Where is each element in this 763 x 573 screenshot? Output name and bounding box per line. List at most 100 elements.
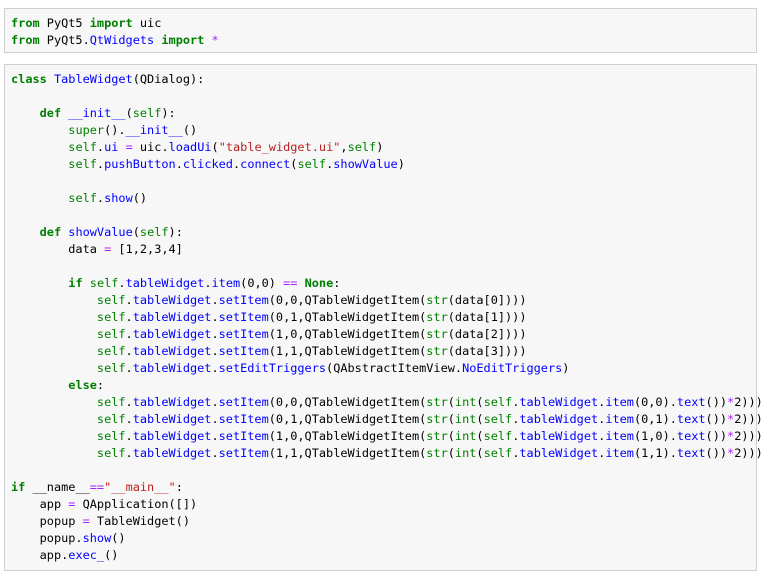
code-token: import xyxy=(161,33,205,47)
code-token: tableWidget xyxy=(132,395,212,409)
code-token: tableWidget xyxy=(132,361,212,375)
code-token: (1,0,QTableWidgetItem( xyxy=(268,327,427,341)
code-token: () xyxy=(104,548,119,562)
code-token: show xyxy=(104,191,133,205)
code-token: def xyxy=(39,225,62,239)
code-token: . xyxy=(96,157,105,171)
code-token: (data[3]))) xyxy=(447,344,527,358)
code-line: self.tableWidget.setItem(1,1,QTableWidge… xyxy=(11,343,756,360)
code-line: self.tableWidget.setItem(0,1,QTableWidge… xyxy=(11,309,756,326)
code-line: class TableWidget(QDialog): xyxy=(11,71,756,88)
code-token: self xyxy=(96,446,126,460)
code-token: self xyxy=(96,429,126,443)
code-token: self xyxy=(96,344,126,358)
code-token: (data[1]))) xyxy=(447,310,527,324)
code-line: popup = TableWidget() xyxy=(11,513,756,530)
code-token xyxy=(297,276,304,290)
code-line: self.tableWidget.setItem(1,1,QTableWidge… xyxy=(11,445,763,462)
code-token xyxy=(11,412,97,426)
code-token: (1,1,QTableWidgetItem( xyxy=(268,344,427,358)
code-token: str xyxy=(426,412,448,426)
code-token: self xyxy=(483,395,513,409)
code-token: ( xyxy=(447,395,455,409)
code-token xyxy=(11,310,97,324)
code-token: 2))) xyxy=(734,429,763,443)
code-token: self xyxy=(483,429,513,443)
code-token: , xyxy=(340,140,348,154)
code-token: (0,0). xyxy=(633,395,677,409)
code-token: ui xyxy=(104,140,119,154)
code-token: popup xyxy=(11,514,83,528)
code-token: self xyxy=(96,395,126,409)
code-token: setItem xyxy=(218,344,269,358)
code-token: popup. xyxy=(11,531,83,545)
code-token xyxy=(11,123,68,137)
code-token: (0,0) xyxy=(240,276,284,290)
code-token: "table_widget.ui" xyxy=(218,140,341,154)
code-token: "__main__" xyxy=(104,480,176,494)
code-line xyxy=(11,173,756,190)
code-token: . xyxy=(598,395,606,409)
code-cell-table-widget[interactable]: class TableWidget(QDialog): def __init__… xyxy=(4,64,763,571)
code-token: def xyxy=(39,106,62,120)
code-line: self.tableWidget.setItem(1,0,QTableWidge… xyxy=(11,326,756,343)
code-token: ()) xyxy=(705,395,728,409)
code-token: ( xyxy=(211,140,219,154)
code-line: self.tableWidget.setItem(1,0,QTableWidge… xyxy=(11,428,763,445)
code-token: str xyxy=(426,446,448,460)
code-token: . xyxy=(211,412,219,426)
code-token xyxy=(11,106,40,120)
code-token: . xyxy=(175,157,183,171)
code-line: self.tableWidget.setEditTriggers(QAbstra… xyxy=(11,360,756,377)
code-token xyxy=(47,72,54,86)
code-token: item xyxy=(211,276,241,290)
code-token: from xyxy=(11,16,40,30)
code-token: QApplication([]) xyxy=(75,497,198,511)
code-token: ( xyxy=(476,446,484,460)
code-token: . xyxy=(512,395,520,409)
code-token: self xyxy=(68,140,97,154)
code-token: setItem xyxy=(218,446,269,460)
code-line: super().__init__() xyxy=(11,122,756,139)
code-line: self.tableWidget.setItem(0,0,QTableWidge… xyxy=(11,394,763,411)
code-token: . xyxy=(211,361,219,375)
code-token: . xyxy=(125,395,133,409)
code-token: . xyxy=(125,429,133,443)
code-token: ()) xyxy=(705,446,728,460)
code-token: tableWidget xyxy=(132,412,212,426)
code-token: (0,0,QTableWidgetItem( xyxy=(268,293,427,307)
code-token: (data[2]))) xyxy=(447,327,527,341)
code-token: str xyxy=(426,344,448,358)
code-token: : xyxy=(175,480,183,494)
code-token xyxy=(11,157,68,171)
code-token xyxy=(11,276,68,290)
code-line: if __name__=="__main__": xyxy=(11,479,756,496)
code-line: self.show() xyxy=(11,190,756,207)
code-line xyxy=(11,462,756,479)
code-token: . xyxy=(598,412,606,426)
code-token: ( xyxy=(447,412,455,426)
code-token xyxy=(11,446,97,460)
code-token: : xyxy=(333,276,341,290)
code-token: * xyxy=(727,429,735,443)
code-token: ( xyxy=(132,225,140,239)
code-token: (1,0). xyxy=(633,429,677,443)
code-token: int xyxy=(454,446,477,460)
code-token: * xyxy=(727,395,735,409)
code-token: text xyxy=(676,446,706,460)
code-token: . xyxy=(125,361,133,375)
code-token: () xyxy=(111,531,126,545)
code-token: . xyxy=(211,344,219,358)
code-token: showValue xyxy=(68,225,133,239)
code-token: ()) xyxy=(705,429,728,443)
code-token: ) xyxy=(397,157,405,171)
code-token: ) xyxy=(376,140,384,154)
code-token: self xyxy=(96,361,126,375)
code-token: (0,1,QTableWidgetItem( xyxy=(268,412,427,426)
code-line: self.tableWidget.setItem(0,1,QTableWidge… xyxy=(11,411,763,428)
code-token: ( xyxy=(476,412,484,426)
code-token: NoEditTriggers xyxy=(462,361,563,375)
code-token: . xyxy=(125,412,133,426)
code-token: tableWidget xyxy=(519,412,599,426)
